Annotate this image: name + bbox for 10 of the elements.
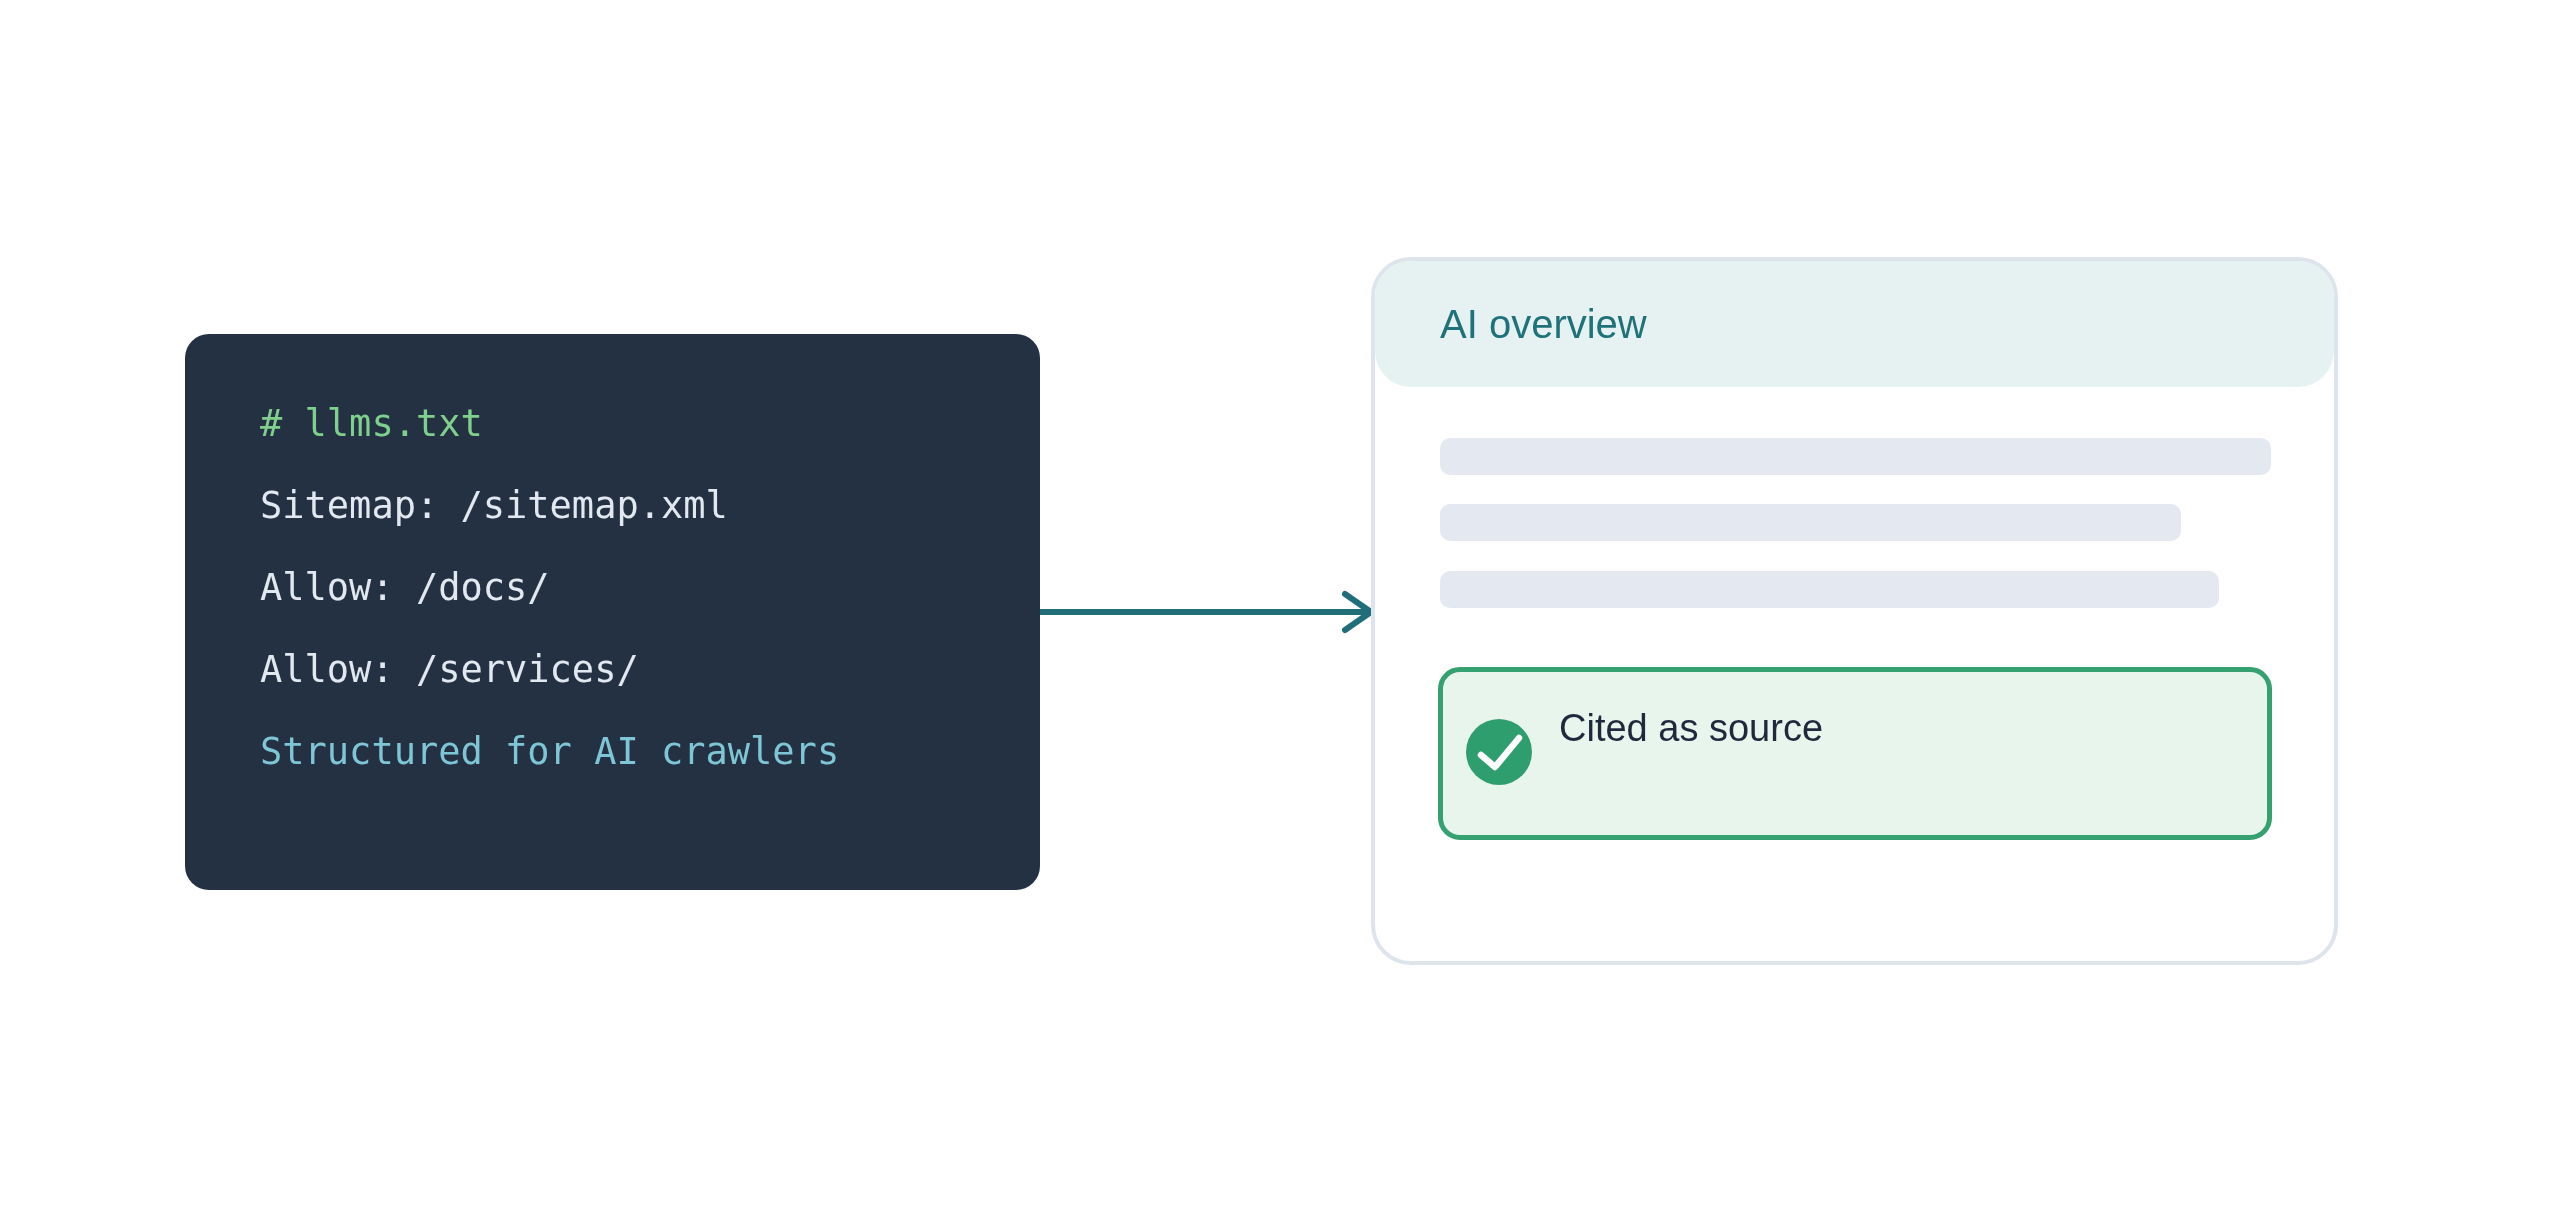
code-panel (185, 334, 1040, 890)
code-line: # llms.txt (260, 402, 483, 446)
code-line: Structured for AI crawlers (260, 730, 840, 774)
code-line: Allow: /docs/ (260, 566, 550, 610)
code-line: Allow: /services/ (260, 648, 639, 692)
citation-title: Cited as source (1559, 706, 1823, 750)
overview-card (1371, 257, 2338, 965)
citation-card (1438, 667, 2272, 840)
card-title: AI overview (1440, 301, 1647, 347)
code-line: Sitemap: /sitemap.xml (260, 484, 728, 528)
